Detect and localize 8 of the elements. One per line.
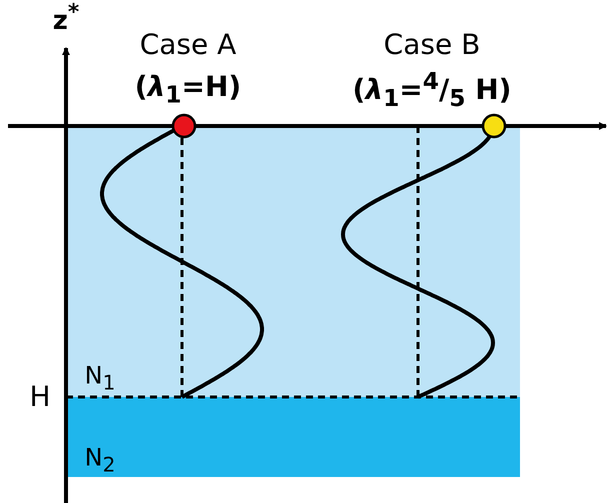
- layer-label: N$_{1}$: [84, 364, 116, 392]
- case-parameter: (λ$_{1}$=$^{4}$/$_{5}$ H): [352, 70, 512, 110]
- layer-label: N$_{2}$: [84, 446, 116, 474]
- depth-label: H: [29, 383, 51, 411]
- case-title: Case B: [384, 31, 480, 59]
- case-title: Case A: [140, 31, 236, 59]
- axis-label: z$^{*}$: [52, 2, 80, 34]
- case-parameter: (λ$_{1}$=H): [134, 73, 242, 107]
